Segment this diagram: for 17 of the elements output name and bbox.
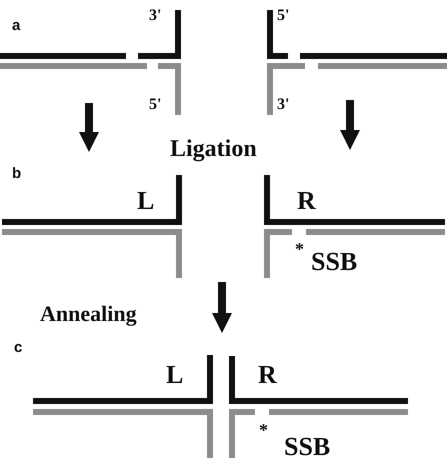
end-label: 3' xyxy=(277,97,290,113)
step-label: Ligation xyxy=(170,137,257,161)
asterisk: * xyxy=(259,421,268,439)
fragment-label: R xyxy=(258,362,277,388)
panel-letter: b xyxy=(12,166,22,181)
end-label: 3' xyxy=(149,8,162,24)
asterisk: * xyxy=(295,240,304,258)
step-label: Annealing xyxy=(40,303,137,325)
end-label: 5' xyxy=(277,8,290,24)
fragment-label: L xyxy=(137,188,154,214)
end-label: 5' xyxy=(149,97,162,113)
break-label: SSB xyxy=(284,434,330,460)
fragment-label: R xyxy=(297,188,316,214)
panel-letter: c xyxy=(14,340,22,355)
panel-letter: a xyxy=(12,18,20,33)
fragment-label: L xyxy=(166,362,184,388)
break-label: SSB xyxy=(311,249,358,275)
